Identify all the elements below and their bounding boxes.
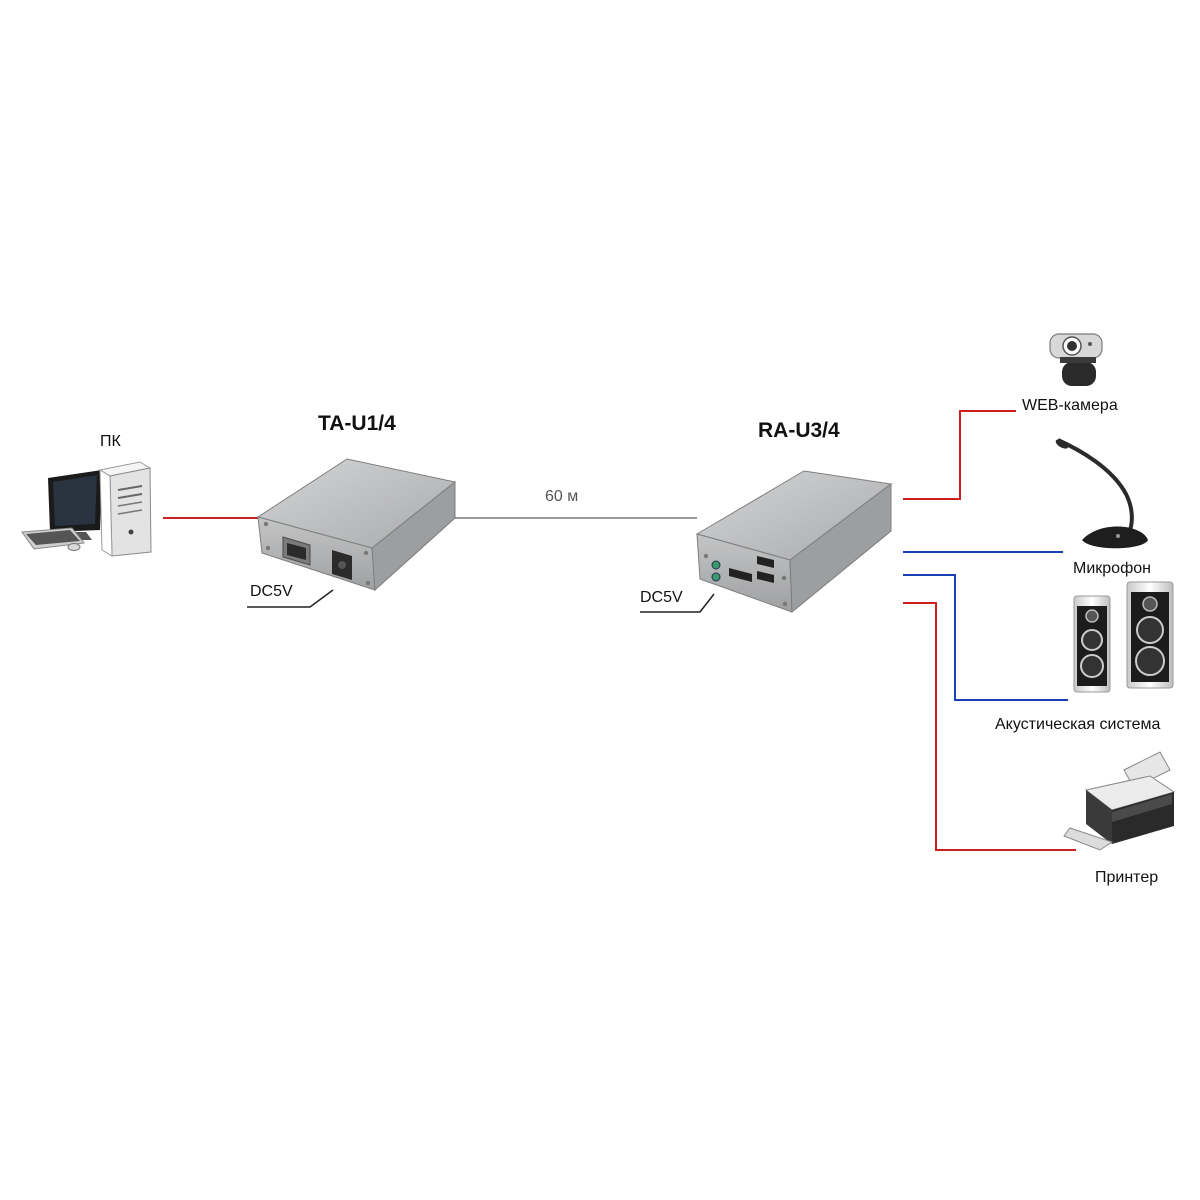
rj45-port-icon <box>282 536 311 566</box>
usb-port-icon <box>729 556 774 583</box>
dc-power-jack-icon <box>332 550 352 580</box>
webcam-label: WEB-камера <box>1022 397 1118 414</box>
speakers-label: Акустическая система <box>995 716 1161 733</box>
webcam-icon <box>1049 333 1103 386</box>
cable-distance-label: 60 м <box>545 488 579 505</box>
transmitter-device <box>256 458 457 592</box>
transmitter-model-label: TA-U1/4 <box>318 412 396 435</box>
transmitter-power-label: DC5V <box>250 583 293 600</box>
webcam-cable <box>903 410 1016 500</box>
pc-label: ПК <box>100 433 121 450</box>
printer-icon <box>1063 751 1176 851</box>
speakers-cable <box>903 574 1068 701</box>
microphone-icon <box>1055 438 1148 549</box>
printer-label: Принтер <box>1095 869 1159 886</box>
connection-lines <box>163 410 1076 851</box>
pc-icon <box>21 461 152 557</box>
dc5v-leader-right <box>640 593 715 613</box>
speakers-icon <box>1073 581 1174 693</box>
audio-jack-green-icon <box>711 560 721 582</box>
receiver-device <box>695 470 893 614</box>
receiver-power-label: DC5V <box>640 589 683 606</box>
microphone-label: Микрофон <box>1073 560 1151 577</box>
receiver-model-label: RA-U3/4 <box>758 419 840 442</box>
dc5v-leader-left <box>247 589 334 608</box>
printer-cable <box>903 602 1076 851</box>
